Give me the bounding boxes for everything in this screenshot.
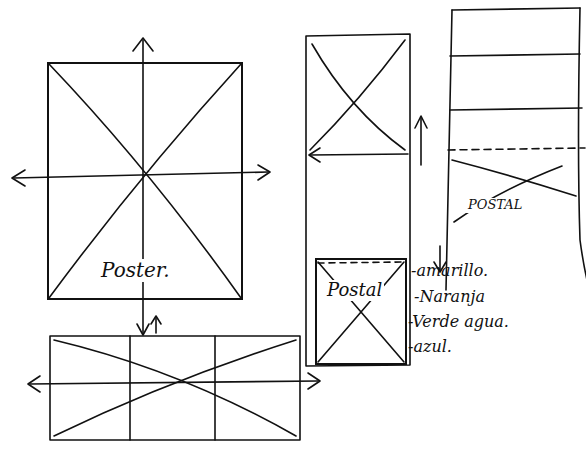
node-text: POSTAL: [466, 198, 524, 213]
color-note: -azul.: [408, 338, 452, 356]
node-text: Postal: [325, 280, 384, 301]
poster-sheet: Poster.: [47, 62, 243, 300]
color-note: -Verde agua.: [408, 313, 509, 331]
color-note: -Naranja: [414, 288, 485, 306]
postal-card: Postal: [315, 258, 407, 365]
node-text: Poster.: [99, 259, 172, 282]
color-note: -amarillo.: [411, 262, 488, 280]
